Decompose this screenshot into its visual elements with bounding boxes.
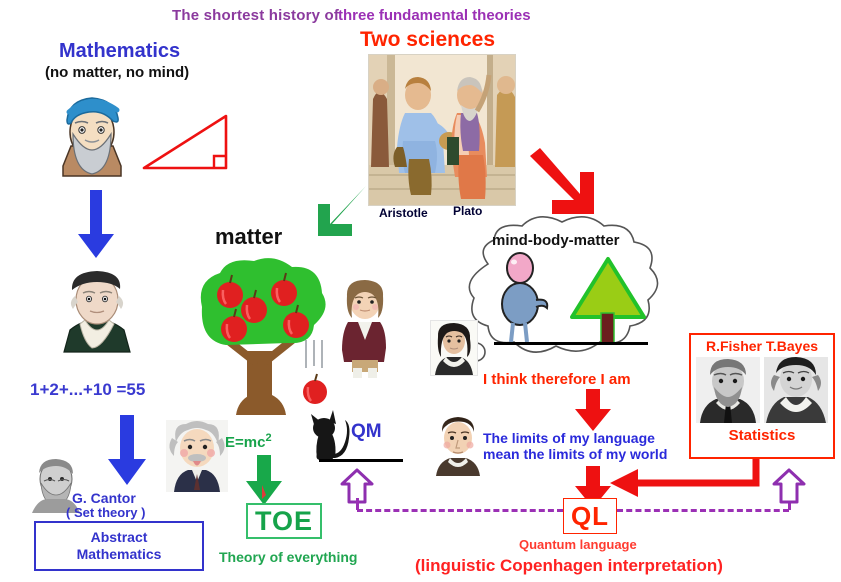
cogito-text: I think therefore I am	[483, 371, 631, 388]
purple-hollow-up-arrow-right	[772, 468, 806, 504]
stick-person-icon	[495, 252, 553, 344]
red-down-arrow-2	[573, 466, 613, 510]
abstract-math-line1: Abstract	[90, 529, 148, 545]
statistics-heading: R.Fisher T.Bayes	[705, 338, 819, 354]
newton-portrait	[334, 278, 396, 378]
einstein-portrait	[166, 420, 228, 492]
plato-caption: Plato	[453, 204, 483, 218]
ql-caption: Quantum language	[519, 537, 637, 552]
toe-label: TOE	[254, 505, 313, 536]
blue-down-arrow-1	[76, 190, 116, 260]
aristotle-caption: Aristotle	[379, 206, 428, 220]
ground-line	[494, 342, 648, 345]
statistics-caption: Statistics	[728, 427, 796, 444]
bayes-portrait	[764, 357, 828, 423]
two-sciences-heading: Two sciences	[360, 28, 496, 51]
purple-dashed-connector-left	[357, 509, 563, 512]
falling-apple-icon	[300, 340, 340, 410]
wittgenstein-portrait	[432, 414, 484, 476]
mathematics-subheading: (no matter, no mind)	[45, 64, 190, 81]
abstract-mathematics-box: Abstract Mathematics	[34, 521, 204, 571]
pythagoras-portrait	[55, 88, 130, 177]
sum-formula: 1+2+...+10 =55	[30, 380, 146, 399]
fisher-portrait	[696, 357, 760, 423]
qm-baseline	[319, 459, 403, 462]
emc2-text: E=mc	[225, 434, 266, 451]
apple-tree-icon	[192, 255, 332, 425]
purple-dashed-connector-right	[617, 509, 789, 512]
qm-label: QM	[351, 421, 382, 442]
mathematics-heading: Mathematics	[59, 40, 181, 62]
purple-dash-stub-right	[788, 498, 791, 510]
quote-line-1: The limits of my language	[483, 430, 655, 446]
red-elbow-arrow-left-icon	[608, 459, 760, 499]
descartes-portrait	[430, 320, 478, 376]
green-down-arrow-icon	[244, 455, 284, 507]
cantor-portrait	[28, 455, 84, 513]
matter-label: matter	[215, 224, 283, 249]
school-of-athens-painting	[368, 54, 516, 206]
ql-box: QL	[563, 498, 617, 534]
ql-label: QL	[570, 500, 610, 531]
green-diagonal-arrow-down-left-icon	[308, 184, 370, 242]
green-triangle-tree-icon	[568, 255, 648, 344]
emc2-formula: E=mc2	[225, 432, 272, 451]
red-down-arrow-1	[573, 389, 613, 433]
ql-subcaption: (linguistic Copenhagen interpretation)	[415, 556, 723, 575]
gauss-portrait	[58, 262, 136, 353]
right-triangle-icon	[140, 112, 236, 174]
toe-caption: Theory of everything	[219, 549, 358, 565]
abstract-math-line2: Mathematics	[76, 546, 162, 562]
purple-dash-stub-left	[356, 498, 359, 510]
cantor-subtitle: ( Set theory )	[66, 505, 146, 520]
cantor-name: G. Cantor	[72, 490, 136, 506]
blue-down-arrow-2	[107, 415, 147, 487]
quote-line-2: mean the limits of my world	[483, 446, 668, 462]
red-diagonal-arrow-down-right-icon	[528, 148, 600, 220]
page-title-part1: The shortest history of	[172, 7, 340, 24]
toe-box: TOE	[246, 503, 322, 539]
mind-body-matter-label: mind-body-matter	[492, 232, 620, 249]
page-title-part2: three fundamental theories	[338, 7, 531, 24]
emc2-exponent: 2	[265, 432, 272, 444]
wittgenstein-quote: The limits of my language mean the limit…	[483, 430, 667, 462]
statistics-box: R.Fisher T.Bayes	[689, 333, 835, 459]
schrodinger-cat-icon	[305, 408, 353, 462]
